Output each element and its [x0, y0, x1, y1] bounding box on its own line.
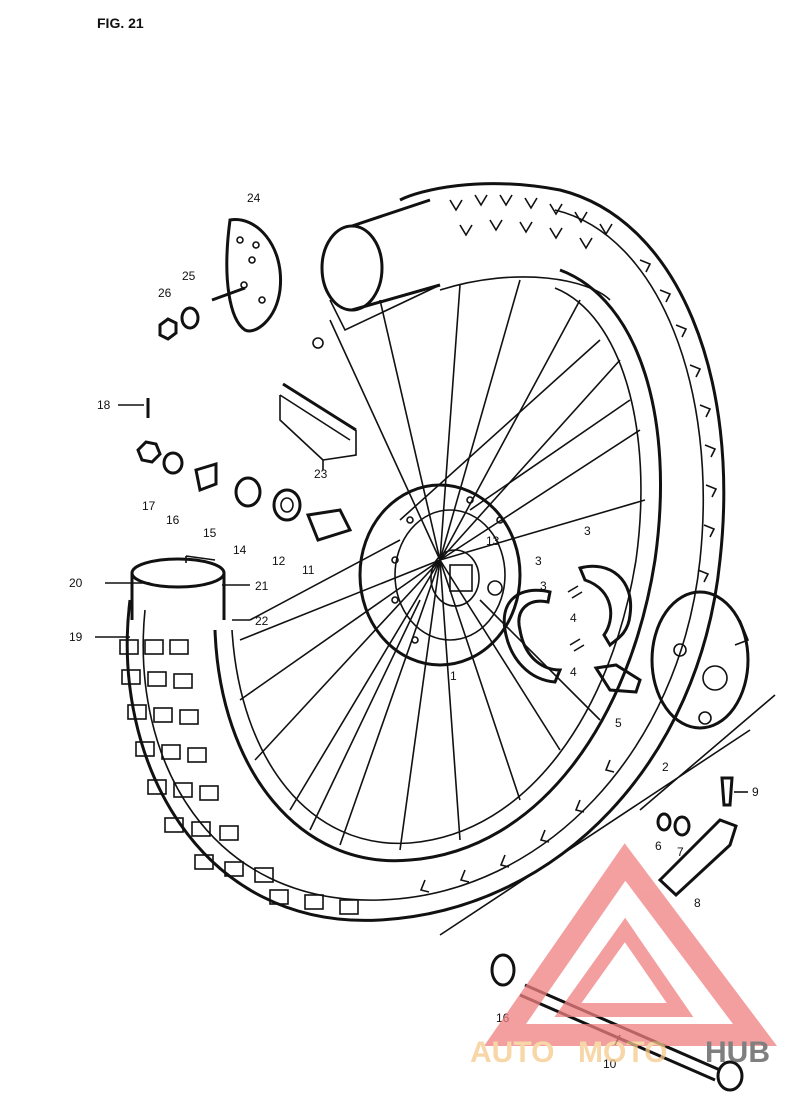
part-5-brake-cam: [593, 663, 642, 694]
label-11: 11: [302, 563, 315, 577]
wheel-hub: [358, 483, 522, 667]
label-7: 7: [677, 845, 684, 859]
wheel-spokes: [239, 279, 646, 851]
label-6: 6: [655, 839, 662, 853]
part-23-spoke-nipples: [279, 337, 357, 470]
label-16a: 16: [166, 513, 180, 527]
label-24: 24: [247, 191, 261, 205]
part-17-nut: [136, 440, 162, 464]
label-20: 20: [69, 576, 83, 590]
part-14-seal: [234, 476, 262, 508]
label-3c: 3: [540, 579, 547, 593]
part-6-nut: [656, 812, 672, 832]
part-11-spacer-tube: [305, 508, 353, 542]
part-16-washer: [162, 451, 184, 475]
part-12-bearing: [272, 488, 302, 522]
label-25: 25: [182, 269, 196, 283]
watermark-logo: AUTO MOTO HUB: [470, 843, 778, 1069]
label-4b: 4: [570, 665, 577, 679]
watermark-hub: HUB: [705, 1036, 770, 1069]
part-9-bolt: [720, 776, 734, 807]
part-7-washer: [673, 815, 691, 837]
part-16b-washer: [490, 953, 516, 987]
label-23: 23: [314, 467, 328, 481]
label-15: 15: [203, 526, 217, 540]
part-2-brake-panel: [650, 590, 750, 730]
label-14: 14: [233, 543, 247, 557]
part-25-washer: [180, 306, 200, 330]
leader-lines: [95, 582, 776, 1046]
label-9: 9: [752, 785, 759, 799]
label-4a: 4: [570, 611, 577, 625]
watermark-auto: AUTO: [470, 1036, 554, 1069]
part-26-nut: [158, 317, 178, 341]
label-3a: 3: [584, 524, 591, 538]
label-3b: 3: [535, 554, 542, 568]
label-17: 17: [142, 499, 156, 513]
part-24-bolt: [211, 286, 246, 302]
inner-tube-section: [130, 555, 226, 620]
watermark-moto: MOTO: [578, 1036, 667, 1069]
brake-shoes: [502, 564, 633, 684]
label-13: 13: [486, 534, 500, 548]
label-2: 2: [662, 760, 669, 774]
figure-label: FIG. 21: [97, 15, 144, 31]
label-26: 26: [158, 286, 172, 300]
wheel-assembly: [119, 182, 726, 922]
label-5: 5: [615, 716, 622, 730]
part-8-torque-arm: [657, 818, 738, 898]
label-10: 10: [603, 1057, 617, 1071]
label-21: 21: [255, 579, 269, 593]
label-8: 8: [694, 896, 701, 910]
label-1: 1: [450, 669, 457, 683]
label-19: 19: [69, 630, 83, 644]
part-number-labels: 24 25 26 18 23 17 16 15 14 12 11 13 3 3 …: [69, 191, 759, 1071]
part-15-spacer: [194, 461, 218, 493]
label-12: 12: [272, 554, 286, 568]
tire-tread-pattern: [119, 194, 718, 915]
label-22: 22: [255, 614, 269, 628]
part-24-sprocket: [225, 217, 283, 333]
rim-band: [320, 198, 441, 332]
label-18: 18: [97, 398, 111, 412]
